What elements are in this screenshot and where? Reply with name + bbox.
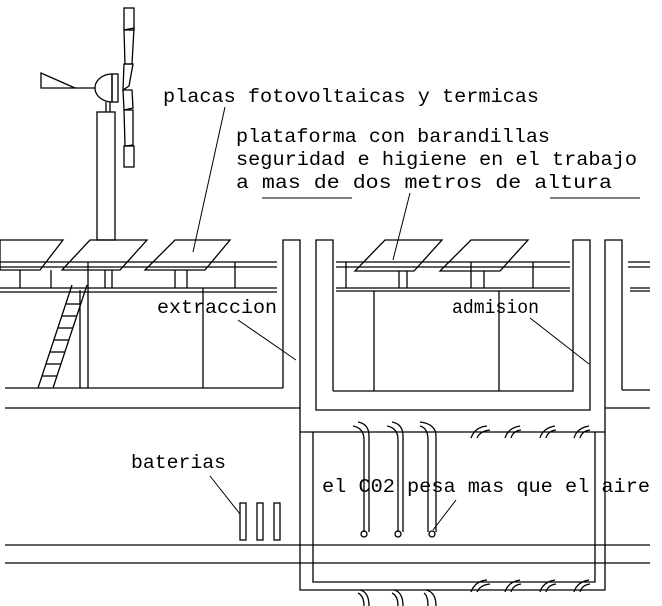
leader-lines bbox=[192, 106, 640, 531]
vents bbox=[470, 425, 591, 593]
extraction-duct bbox=[282, 239, 623, 591]
turbine-blades bbox=[122, 7, 135, 168]
label-baterias: baterias bbox=[131, 452, 226, 474]
ladder bbox=[37, 284, 88, 389]
solar-panels bbox=[0, 239, 530, 272]
wind-turbine bbox=[40, 7, 135, 241]
turbine-hub bbox=[94, 73, 113, 103]
turbine-mast bbox=[96, 111, 116, 241]
label-placas: placas fotovoltaicas y termicas bbox=[163, 86, 539, 108]
admission-duct bbox=[315, 239, 591, 411]
turbine-tail bbox=[40, 72, 76, 89]
label-extraccion: extraccion bbox=[157, 297, 277, 319]
label-plataforma-1: plataforma con barandillas bbox=[236, 126, 550, 148]
label-plataforma-2: seguridad e higiene en el trabajo bbox=[236, 149, 637, 171]
platform bbox=[0, 261, 650, 391]
label-co2: el C02 pesa mas que el aire bbox=[322, 476, 650, 498]
batteries bbox=[239, 502, 281, 541]
label-plataforma-3: a mas de dos metros de altura bbox=[236, 172, 612, 194]
co2-pipes bbox=[352, 421, 437, 606]
label-admision: admision bbox=[452, 297, 539, 319]
building-structure bbox=[5, 239, 650, 591]
